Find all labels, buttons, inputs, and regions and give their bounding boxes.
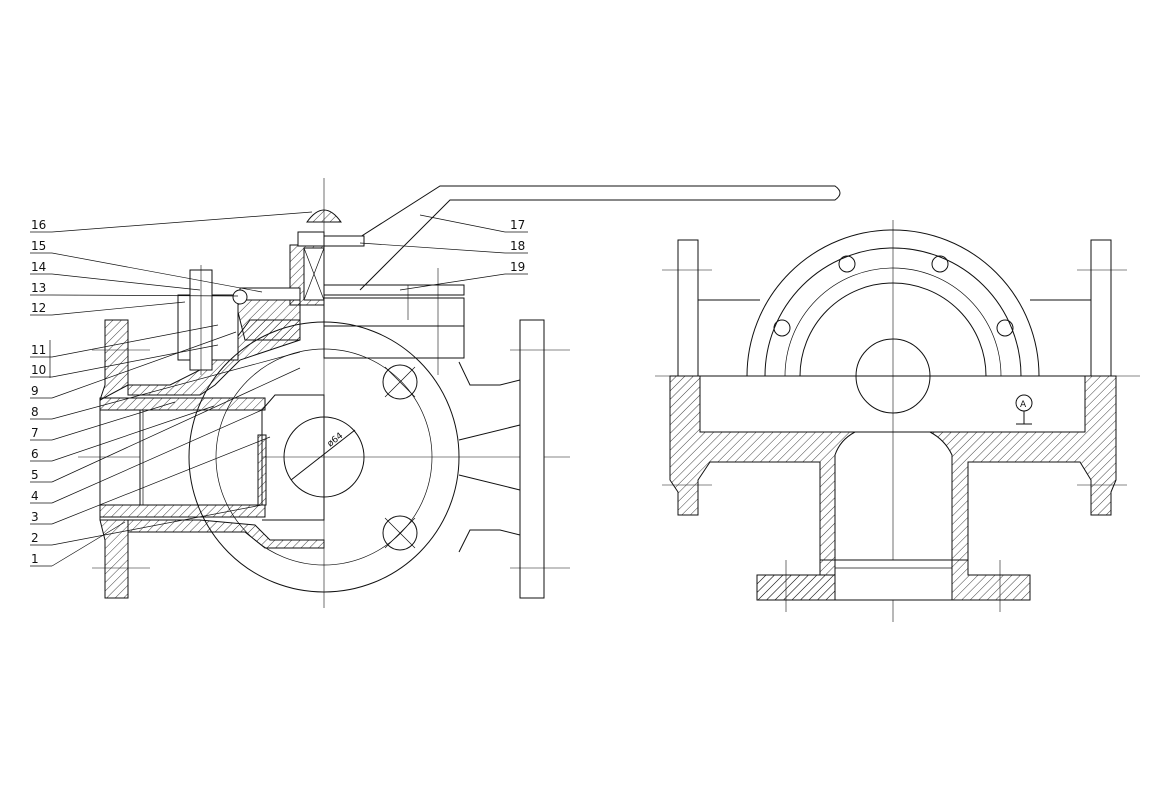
callout-leader: [51, 294, 239, 297]
callout-label-14: 14: [31, 260, 46, 274]
callout-label-13: 13: [31, 281, 46, 295]
top-flange-outer: [746, 229, 1040, 377]
callout-leader: [51, 436, 271, 525]
callout-leader: [51, 401, 176, 441]
callout-leader: [51, 344, 219, 378]
cap-nut: [306, 209, 342, 223]
callout-leader: [51, 521, 126, 567]
callout-leader: [359, 242, 506, 254]
callout-label-1: 1: [31, 552, 39, 566]
callout-label-12: 12: [31, 301, 46, 315]
left-flange: [99, 319, 129, 599]
callout-leader: [51, 324, 219, 358]
callout-label-17: 17: [510, 218, 525, 232]
callout-label-9: 9: [31, 384, 39, 398]
bottom-flange-right: [951, 559, 1031, 601]
callout-label-6: 6: [31, 447, 39, 461]
callout-leader: [51, 252, 263, 293]
callout-label-7: 7: [31, 426, 39, 440]
screw-head: [232, 289, 248, 305]
callout-leader: [51, 405, 215, 462]
plug-seal: [257, 434, 267, 506]
callout-label-8: 8: [31, 405, 39, 419]
lower-left-body-section: [669, 375, 856, 561]
diameter-dimension-line: [290, 429, 356, 481]
body-lower-section: [127, 519, 325, 549]
bolt-hole: [838, 255, 856, 273]
left-end-flange: [677, 239, 699, 377]
callout-label-3: 3: [31, 510, 39, 524]
callout-leader: [51, 273, 201, 291]
bore-circle: [283, 416, 365, 498]
bore-arc: [799, 282, 987, 377]
callouts-right: 17 18 19: [359, 214, 528, 291]
callout-leader: [51, 409, 263, 504]
body-line: [458, 424, 521, 441]
inner-port-circle: [215, 348, 433, 566]
callout-label-2: 2: [31, 531, 39, 545]
callout-leader: [51, 331, 237, 399]
bolt-hole: [382, 364, 418, 400]
upper-seat-ring: [99, 397, 266, 411]
right-section-view: A: [655, 220, 1140, 622]
body-line: [458, 474, 521, 491]
callout-label-4: 4: [31, 489, 39, 503]
callout-leader: [399, 273, 506, 291]
top-block: [323, 297, 465, 327]
bolt-hole: [382, 515, 418, 551]
callout-leader: [51, 367, 301, 483]
callout-leader: [51, 211, 313, 233]
top-plate: [323, 284, 465, 296]
bore-insert: [139, 409, 263, 506]
body-right-outline: [458, 361, 521, 553]
bottom-port: [834, 559, 953, 601]
callouts-left: 16 15 14 13 12 11 10 9 8 7 6 5 4 3 2 1: [30, 211, 313, 567]
top-flange-inner: [764, 247, 1022, 377]
bolt-hole: [773, 319, 791, 337]
bottom-flange-left-plate: [756, 574, 836, 601]
plug-outline: [261, 394, 325, 521]
bolt-hole: [996, 319, 1014, 337]
callout-label-16: 16: [31, 218, 46, 232]
left-elevation-view: ø64: [78, 178, 841, 608]
lower-seat-ring: [99, 504, 266, 518]
callout-leader: [51, 504, 263, 546]
stem-cross: [303, 247, 325, 301]
handle-lever: [345, 185, 841, 291]
right-end-flange: [1090, 239, 1112, 377]
callout-label-10: 10: [31, 363, 46, 377]
callout-label-18: 18: [510, 239, 525, 253]
stem-nut: [297, 231, 325, 247]
callout-label-5: 5: [31, 468, 39, 482]
right-flange: [519, 319, 545, 599]
diameter-label: ø64: [326, 431, 346, 449]
outer-port-circle: [188, 321, 460, 593]
callout-label-15: 15: [31, 239, 46, 253]
section-marker-label: A: [1020, 400, 1027, 410]
bolt-hole: [931, 255, 949, 273]
callout-leader: [419, 214, 506, 233]
handle-washer: [323, 235, 365, 247]
callout-label-11: 11: [31, 343, 46, 357]
bolt-circle: [784, 267, 1002, 377]
callout-leader: [51, 351, 301, 420]
callout-label-19: 19: [510, 260, 525, 274]
callout-leader: [51, 301, 186, 316]
